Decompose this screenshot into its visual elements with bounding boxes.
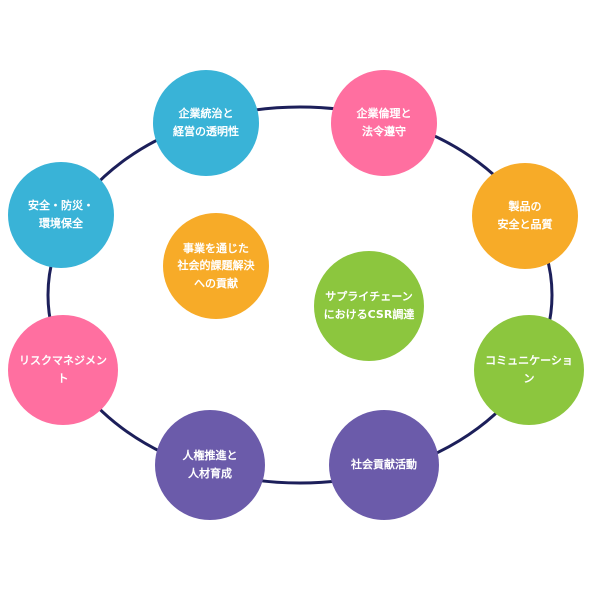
node-product-safety-quality-label: 製品の 安全と品質 <box>497 200 553 231</box>
node-ethics-label: 企業倫理と 法令遵守 <box>356 107 412 138</box>
node-communication: コミュニケーション <box>474 315 584 425</box>
node-governance: 企業統治と 経営の透明性 <box>153 70 259 176</box>
node-safety-environment-label: 安全・防災・ 環境保全 <box>28 199 94 230</box>
node-business-contribution: 事業を通じた 社会的課題解決 への貢献 <box>163 213 269 319</box>
node-business-contribution-label: 事業を通じた 社会的課題解決 への貢献 <box>177 241 255 290</box>
node-supply-chain: サプライチェーン におけるCSR調達 <box>314 251 424 361</box>
node-risk-management-label: リスクマネジメント <box>19 354 107 385</box>
node-risk-management: リスクマネジメント <box>8 315 118 425</box>
node-product-safety-quality: 製品の 安全と品質 <box>472 163 578 269</box>
node-human-rights: 人権推進と 人材育成 <box>155 410 265 520</box>
ring-ellipse <box>46 105 554 485</box>
node-human-rights-label: 人権推進と 人材育成 <box>182 449 238 480</box>
node-safety-environment: 安全・防災・ 環境保全 <box>8 162 114 268</box>
node-social-contribution: 社会貢献活動 <box>329 410 439 520</box>
node-supply-chain-label: サプライチェーン におけるCSR調達 <box>323 290 415 321</box>
node-ethics: 企業倫理と 法令遵守 <box>331 70 437 176</box>
node-governance-label: 企業統治と 経営の透明性 <box>173 107 239 138</box>
node-communication-label: コミュニケーション <box>485 354 573 385</box>
node-social-contribution-label: 社会貢献活動 <box>351 458 417 472</box>
